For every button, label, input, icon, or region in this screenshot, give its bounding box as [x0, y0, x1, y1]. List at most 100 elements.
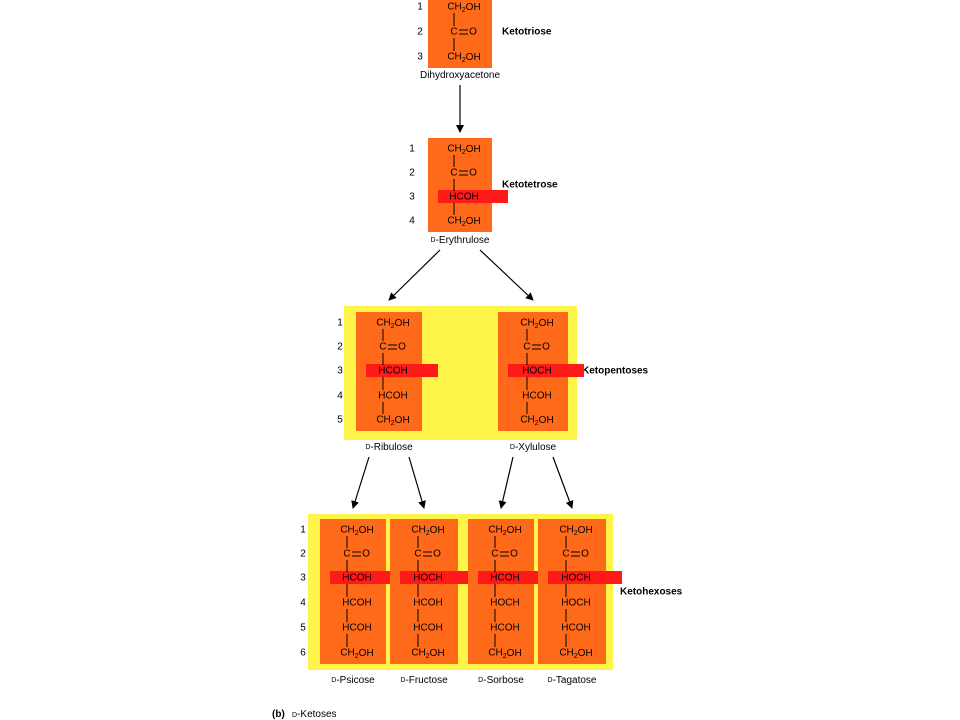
- carbon-number: 4: [409, 216, 415, 227]
- formula-row: HCOH: [561, 623, 590, 634]
- svg-text:O: O: [398, 342, 406, 353]
- compound-name: D-Tagatose: [548, 675, 597, 686]
- formula-row: HOCH: [561, 573, 590, 584]
- compound-box: [538, 519, 606, 664]
- svg-text:O: O: [362, 549, 370, 560]
- highlighted-carbon-band: [330, 571, 402, 584]
- svg-text:O: O: [469, 27, 477, 38]
- carbon-number: 2: [417, 27, 423, 38]
- svg-text:C: C: [450, 27, 457, 38]
- formula-row: CH2OH: [447, 52, 480, 64]
- svg-text:C: C: [562, 549, 569, 560]
- class-label: Ketotetrose: [502, 180, 558, 191]
- formula-row: CH2OH: [520, 318, 553, 330]
- formula-row: CH2OH: [376, 318, 409, 330]
- compound-name: D-Psicose: [331, 675, 375, 686]
- formula-row: HCOH: [490, 623, 519, 634]
- compound-box: [428, 138, 492, 232]
- formula-row: HCOH: [449, 192, 478, 203]
- level-triose: 123KetotrioseCH2OHCOC=OCH2OHDihydroxyace…: [417, 0, 552, 81]
- level-pentoses: 12345KetopentosesCH2OHCOC=OHCOHHCOHCH2OH…: [337, 312, 649, 453]
- compound-name: D-Sorbose: [478, 675, 524, 686]
- class-label: Ketopentoses: [582, 366, 649, 377]
- level-tetrose: 1234KetotetroseCH2OHCOC=OHCOHCH2OHD-Eryt…: [409, 138, 558, 246]
- formula-row: CH2OH: [488, 525, 521, 537]
- formula-row: CH2OH: [411, 648, 444, 660]
- figure-part-label: (b): [272, 709, 285, 720]
- carbon-number: 2: [300, 549, 306, 560]
- formula-row: HCOH: [413, 623, 442, 634]
- formula-row: CH2OH: [559, 648, 592, 660]
- svg-text:C: C: [491, 549, 498, 560]
- carbon-number: 1: [417, 2, 423, 13]
- highlighted-carbon-band: [438, 190, 508, 203]
- svg-text:O: O: [469, 168, 477, 179]
- formula-row: CH2OH: [559, 525, 592, 537]
- compound-name: D-Fructose: [400, 675, 448, 686]
- compound-name-prefix: D: [548, 677, 553, 684]
- compound-name-text: -Ribulose: [370, 442, 413, 453]
- carbon-number: 5: [337, 415, 343, 426]
- compound-name-text: -Fructose: [405, 675, 448, 686]
- carbon-number: 1: [337, 318, 343, 329]
- formula-row: HCOH: [342, 623, 371, 634]
- compound-name-prefix: D: [431, 237, 436, 244]
- derivation-arrow: [388, 249, 441, 301]
- formula-row: CH2OH: [447, 144, 480, 156]
- compound-name: D-Ribulose: [365, 442, 413, 453]
- compound-name-prefix: D: [478, 677, 483, 684]
- carbon-number: 2: [409, 168, 415, 179]
- derivation-arrow: [408, 456, 426, 509]
- formula-row: CH2OH: [376, 415, 409, 427]
- compound-name-text: -Xylulose: [515, 442, 557, 453]
- svg-text:O: O: [510, 549, 518, 560]
- formula-row: HCOH: [522, 391, 551, 402]
- compound-box: [468, 519, 534, 664]
- svg-text:O: O: [542, 342, 550, 353]
- highlighted-carbon-band: [548, 571, 622, 584]
- svg-text:O: O: [433, 549, 441, 560]
- formula-row: CH2OH: [488, 648, 521, 660]
- carbon-number: 4: [337, 391, 343, 402]
- svg-text:C: C: [450, 168, 457, 179]
- carbon-number: 2: [337, 342, 343, 353]
- derivation-arrow: [552, 456, 574, 509]
- svg-text:O: O: [581, 549, 589, 560]
- compound-name-prefix: D: [400, 677, 405, 684]
- derivation-arrow: [479, 249, 534, 301]
- formula-row: HOCH: [413, 573, 442, 584]
- highlighted-carbon-band: [366, 364, 438, 377]
- formula-row: HCOH: [378, 391, 407, 402]
- formula-row: CH2OH: [340, 525, 373, 537]
- svg-text:C: C: [379, 342, 386, 353]
- highlighted-carbon-band: [478, 571, 550, 584]
- carbon-number: 5: [300, 623, 306, 634]
- formula-row: CH2OH: [411, 525, 444, 537]
- formula-row: HCOH: [490, 573, 519, 584]
- carbon-number: 4: [300, 598, 306, 609]
- svg-text:C: C: [414, 549, 421, 560]
- caption-prefix: D: [292, 712, 297, 719]
- caption-text: -Ketoses: [297, 709, 336, 720]
- derivation-arrow: [498, 456, 514, 509]
- compound-name: D-Xylulose: [510, 442, 557, 453]
- compound-name-prefix: D: [510, 444, 515, 451]
- compound-name-text: -Psicose: [336, 675, 375, 686]
- formula-row: HCOH: [342, 573, 371, 584]
- carbon-number: 6: [300, 648, 306, 659]
- carbon-number: 3: [417, 52, 423, 63]
- level-hexoses: 123456KetohexosesCH2OHCOC=OHCOHHCOHHCOHC…: [300, 519, 683, 686]
- compound-name-prefix: D: [365, 444, 370, 451]
